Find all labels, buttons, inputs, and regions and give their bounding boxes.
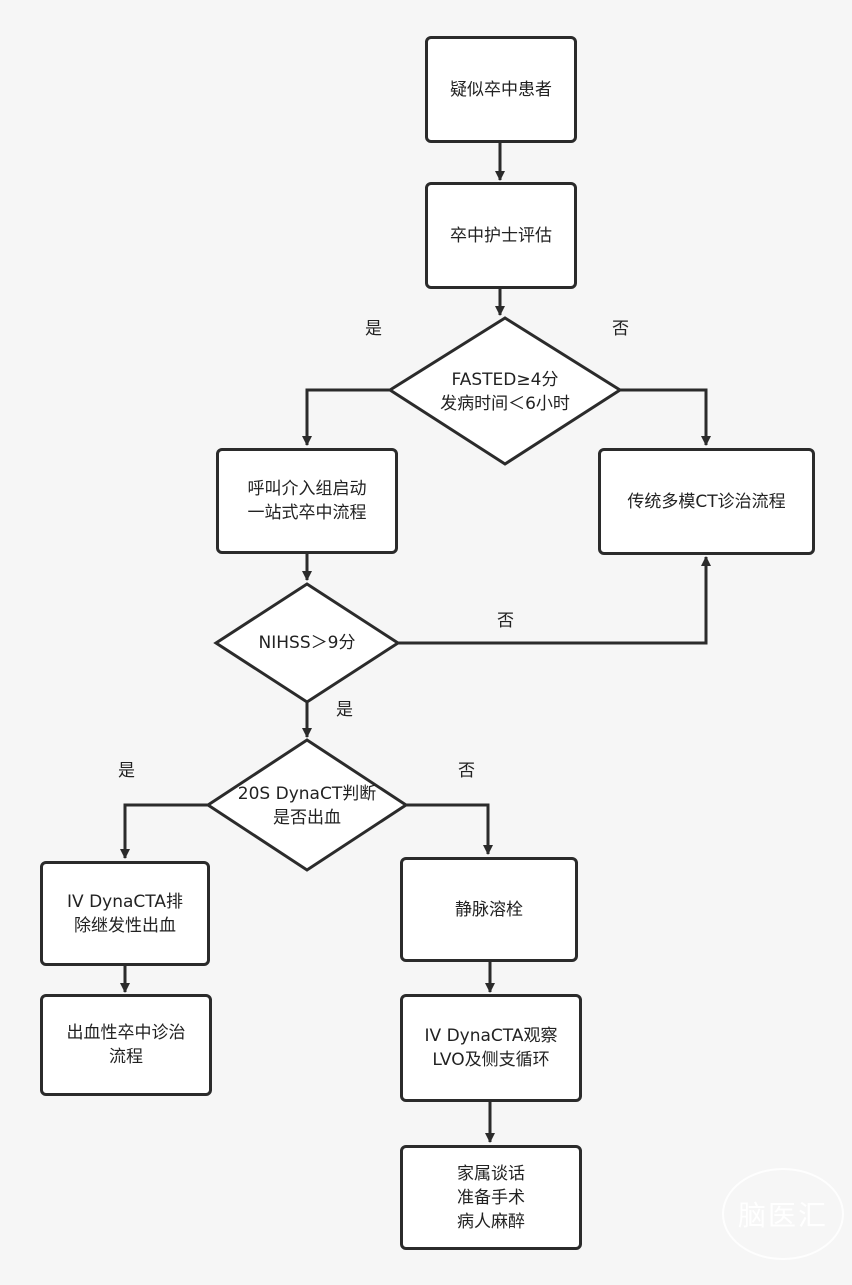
node-nurse-assessment: 卒中护士评估	[425, 182, 577, 289]
nihss-decision-diamond	[213, 582, 401, 704]
dynact-yes-label: 是	[118, 761, 135, 781]
node-iv-dynacta-observe: IV DynaCTA观察 LVO及侧支循环	[400, 994, 582, 1102]
node-iv-thrombolysis: 静脉溶栓	[400, 857, 578, 962]
nihss-no-label: 否	[497, 611, 514, 631]
node-traditional-ct-label: 传统多模CT诊治流程	[627, 491, 786, 512]
nihss-yes-label: 是	[336, 700, 353, 720]
watermark-logo: 脑医汇	[722, 1168, 844, 1260]
node-nurse-assessment-label: 卒中护士评估	[450, 225, 552, 246]
node-iv-dynacta-exclude-label: IV DynaCTA排 除继发性出血	[67, 891, 183, 936]
fasted-no-label: 否	[612, 319, 629, 339]
fasted-decision-diamond	[387, 316, 623, 466]
node-iv-dynacta-observe-label: IV DynaCTA观察 LVO及侧支循环	[424, 1026, 558, 1070]
edge-dynact-yes	[120, 803, 208, 859]
node-call-intervention: 呼叫介入组启动 一站式卒中流程	[216, 448, 398, 554]
edge-fasted-no	[620, 388, 711, 446]
node-iv-dynacta-exclude: IV DynaCTA排 除继发性出血	[40, 861, 210, 966]
node-traditional-ct: 传统多模CT诊治流程	[598, 448, 815, 555]
fasted-yes-label: 是	[365, 319, 382, 339]
edge-dynact-no	[406, 803, 493, 855]
node-hemorrhagic-flow-label: 出血性卒中诊治 流程	[66, 1023, 186, 1067]
node-hemorrhagic-flow: 出血性卒中诊治 流程	[40, 994, 212, 1096]
nihss-decision-label: NIHSS＞9分	[258, 633, 356, 653]
fasted-decision-label: FASTED≥4分 发病时间＜6小时	[440, 370, 570, 414]
edge-nihss-no	[398, 556, 711, 645]
dynact-no-label: 否	[458, 761, 475, 781]
node-call-intervention-label: 呼叫介入组启动 一站式卒中流程	[247, 479, 367, 523]
node-family-talk: 家属谈话 准备手术 病人麻醉	[400, 1145, 582, 1250]
dynact-decision-label: 20S DynaCT判断 是否出血	[237, 784, 377, 828]
edge-fasted-yes	[302, 388, 390, 446]
node-iv-thrombolysis-label: 静脉溶栓	[455, 899, 523, 920]
node-suspected-stroke-label: 疑似卒中患者	[450, 79, 552, 100]
dynact-decision-diamond	[205, 738, 409, 872]
node-family-talk-label: 家属谈话 准备手术 病人麻醉	[457, 1163, 525, 1232]
node-suspected-stroke: 疑似卒中患者	[425, 36, 577, 143]
